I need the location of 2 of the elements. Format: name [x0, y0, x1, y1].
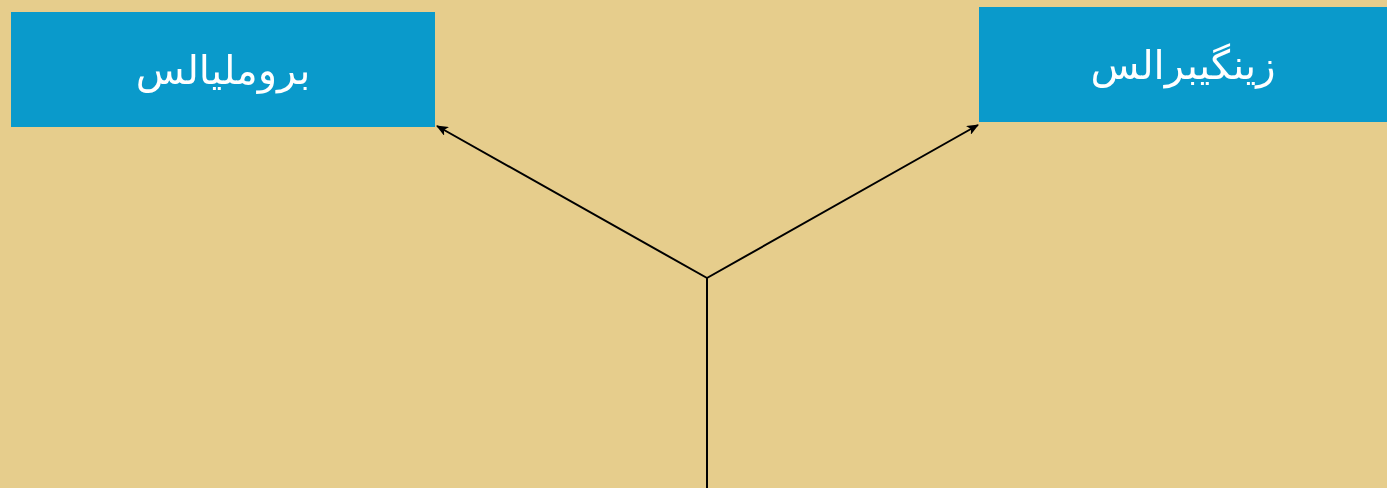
- label-box: زینگیبرالس: [979, 7, 1387, 122]
- label-box: بروملیالس: [11, 12, 435, 127]
